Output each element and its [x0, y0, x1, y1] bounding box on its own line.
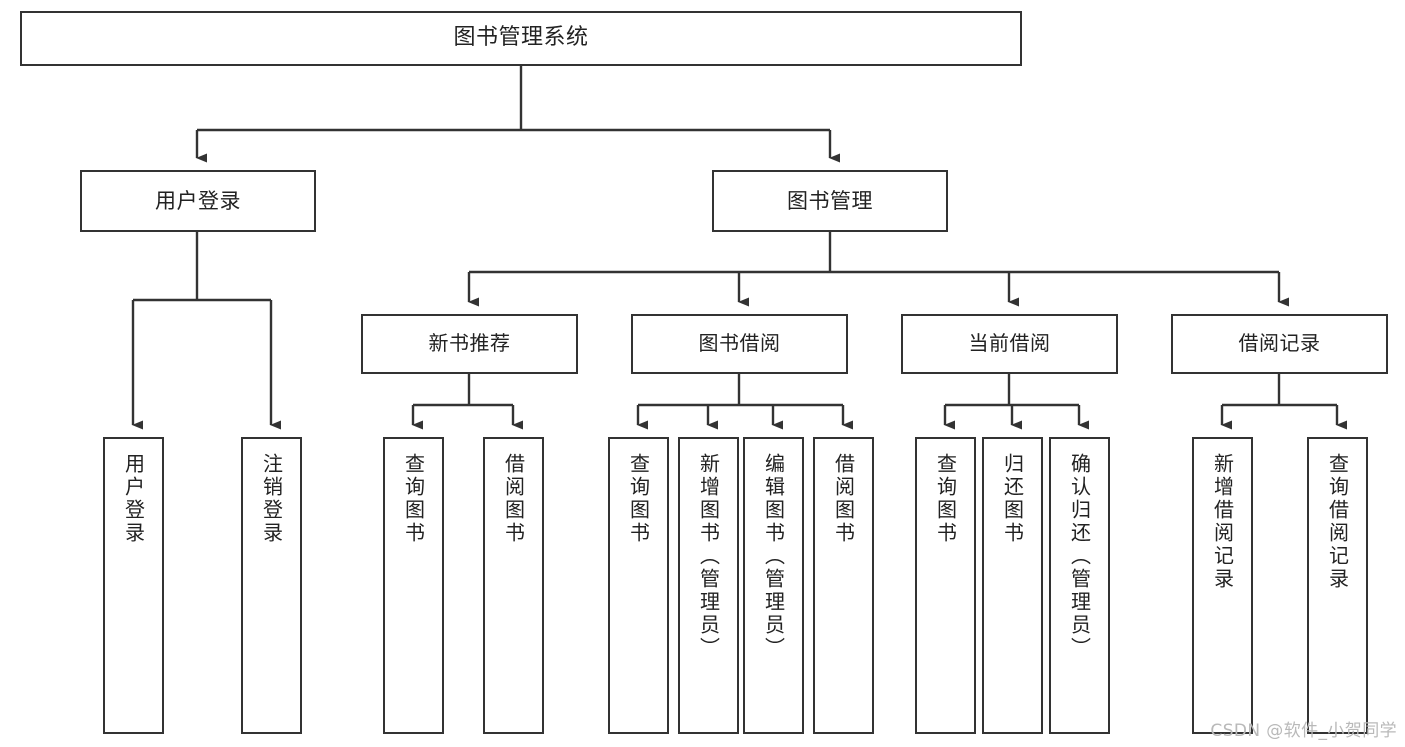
node-leaf-query-book-recommend[interactable]: 查询图书 [383, 437, 444, 734]
node-leaf-add-borrow-record[interactable]: 新增借阅记录 [1192, 437, 1253, 734]
node-leaf-query-borrow-record[interactable]: 查询借阅记录 [1307, 437, 1368, 734]
node-label: 图书管理系统 [453, 25, 589, 51]
node-label: 归还图书 [1000, 453, 1025, 545]
node-leaf-return-book[interactable]: 归还图书 [982, 437, 1043, 734]
node-label: 图书借阅 [698, 331, 781, 356]
node-label: 借阅图书 [831, 453, 856, 545]
node-label: 查询图书 [933, 453, 958, 545]
node-label: 借阅记录 [1238, 331, 1321, 356]
node-leaf-user-login[interactable]: 用户登录 [103, 437, 164, 734]
node-label: 新增图书（管理员） [696, 453, 721, 660]
node-label: 图书管理 [787, 188, 873, 213]
node-label: 查询图书 [401, 453, 426, 545]
node-label: 确认归还（管理员） [1067, 453, 1092, 660]
node-leaf-borrow-book-recommend[interactable]: 借阅图书 [483, 437, 544, 734]
node-leaf-query-book-borrow[interactable]: 查询图书 [608, 437, 669, 734]
node-borrow-record[interactable]: 借阅记录 [1171, 314, 1388, 374]
node-leaf-query-book-current[interactable]: 查询图书 [915, 437, 976, 734]
node-book-management[interactable]: 图书管理 [712, 170, 948, 232]
node-new-book-recommend[interactable]: 新书推荐 [361, 314, 578, 374]
node-label: 编辑图书（管理员） [761, 453, 786, 660]
node-leaf-logout[interactable]: 注销登录 [241, 437, 302, 734]
csdn-watermark: CSDN @软件_小贺同学 [1210, 721, 1397, 741]
node-label: 用户登录 [121, 453, 146, 545]
node-root-book-management-system[interactable]: 图书管理系统 [20, 11, 1022, 66]
node-leaf-add-book-admin[interactable]: 新增图书（管理员） [678, 437, 739, 734]
node-label: 用户登录 [155, 188, 241, 213]
node-label: 借阅图书 [501, 453, 526, 545]
node-label: 新增借阅记录 [1210, 453, 1235, 591]
node-label: 注销登录 [259, 453, 284, 545]
node-label: 新书推荐 [428, 331, 511, 356]
node-label: 查询图书 [626, 453, 651, 545]
node-label: 查询借阅记录 [1325, 453, 1350, 591]
node-leaf-confirm-return-admin[interactable]: 确认归还（管理员） [1049, 437, 1110, 734]
node-leaf-edit-book-admin[interactable]: 编辑图书（管理员） [743, 437, 804, 734]
node-leaf-borrow-book[interactable]: 借阅图书 [813, 437, 874, 734]
node-label: 当前借阅 [968, 331, 1051, 356]
node-current-borrow[interactable]: 当前借阅 [901, 314, 1118, 374]
node-user-login[interactable]: 用户登录 [80, 170, 316, 232]
node-book-borrow[interactable]: 图书借阅 [631, 314, 848, 374]
